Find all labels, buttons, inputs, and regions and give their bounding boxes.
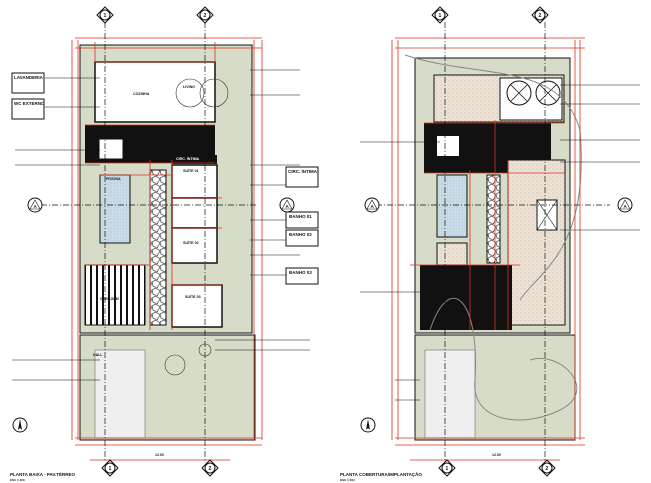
room-suite-03: SUÍTE 03 <box>185 294 201 299</box>
grid-bubbles: 1 2 1 2 A A <box>364 6 633 477</box>
driveway <box>424 349 476 439</box>
room-cozinha: COZINHA <box>133 92 150 96</box>
grid-bubble-label: 1 <box>104 13 107 19</box>
grid-bubble-label: 1 <box>109 466 112 472</box>
room-garagem: GARAGEM <box>100 297 119 301</box>
tag-banho-01: BANHO 01 <box>289 214 312 219</box>
section-marker: A <box>286 204 290 209</box>
roof-suites <box>507 159 566 326</box>
section-marker: A <box>624 204 628 209</box>
baths <box>171 197 218 229</box>
leader-lines <box>360 84 640 401</box>
leader-lines <box>12 69 310 381</box>
drawing-scale: ESC 1:100 <box>340 478 355 482</box>
section-marker: A <box>371 204 375 209</box>
room-labels: LIVING COZINHA SUÍTE 01 SUÍTE 02 SUÍTE 0… <box>93 85 201 357</box>
pool <box>99 174 131 244</box>
total-dimension: 12.00 <box>155 453 164 457</box>
suite-01 <box>171 164 218 199</box>
room-circ-intima: CIRC. ÍNTIMA <box>176 156 200 161</box>
room-suite-01: SUÍTE 01 <box>183 168 199 173</box>
room-hall: HALL <box>93 353 103 357</box>
floor-plan-ground: LAVANDERIA WC EXTERNO CIRC. ÍNTIMA BANHO… <box>10 6 319 482</box>
stone-path <box>149 169 167 326</box>
roof-site-plan: 1 2 1 2 A A 12.00 PLANTA COBERTURA/IMPLA… <box>340 6 640 482</box>
tree-icon <box>164 354 186 376</box>
grid-bubble-label: 2 <box>539 13 542 19</box>
grid-axes <box>30 22 258 460</box>
room-tags: LAVANDERIA WC EXTERNO CIRC. ÍNTIMA BANHO… <box>11 72 319 285</box>
tag-circ-intima: CIRC. ÍNTIMA <box>288 167 318 174</box>
stone-path <box>486 174 501 264</box>
grid-bubbles: 1 2 1 2 A A <box>27 6 295 477</box>
drawing-title: PLANTA BAIXA - PAV.TÉRREO <box>10 470 76 477</box>
grid-bubble-label: 2 <box>546 466 549 472</box>
tag-banho-03: BANHO 03 <box>289 270 312 275</box>
room-suite-02: SUÍTE 02 <box>183 240 199 245</box>
living-rug <box>175 78 205 108</box>
suite-03 <box>171 284 223 328</box>
hall-band <box>172 155 217 164</box>
garage-deck <box>84 264 146 326</box>
grid-bubble-label: 2 <box>209 466 212 472</box>
grid-axes <box>365 22 610 460</box>
pool <box>436 174 468 238</box>
garage-roof <box>420 265 512 330</box>
grid-bubble-label: 2 <box>204 13 207 19</box>
grid-bubble-label: 1 <box>439 13 442 19</box>
north-arrow-icon <box>12 417 28 433</box>
room-living: LIVING <box>183 85 195 89</box>
terrain-contour <box>429 297 578 421</box>
water-tank-icon <box>506 80 561 106</box>
room-piscina: PISCINA <box>106 177 121 181</box>
living-kitchen <box>94 61 216 123</box>
tag-banho-02: BANHO 02 <box>289 232 312 237</box>
drawing-title: PLANTA COBERTURA/IMPLANTAÇÃO <box>340 471 422 477</box>
grid-bubble-label: 1 <box>446 466 449 472</box>
drawing-scale: ESC 1:100 <box>10 478 25 482</box>
skylight <box>437 136 459 156</box>
dimension-lines <box>391 37 585 461</box>
tag-lavanderia: LAVANDERIA <box>14 75 44 80</box>
tag-wc-externo: WC EXTERNO <box>14 101 45 106</box>
total-dimension: 12.00 <box>492 453 501 457</box>
suite-02 <box>171 227 218 264</box>
driveway <box>94 349 146 439</box>
roof-small <box>436 242 468 266</box>
north-arrow-icon <box>360 417 376 433</box>
section-marker: A <box>34 204 38 209</box>
terrace-table <box>99 139 123 159</box>
